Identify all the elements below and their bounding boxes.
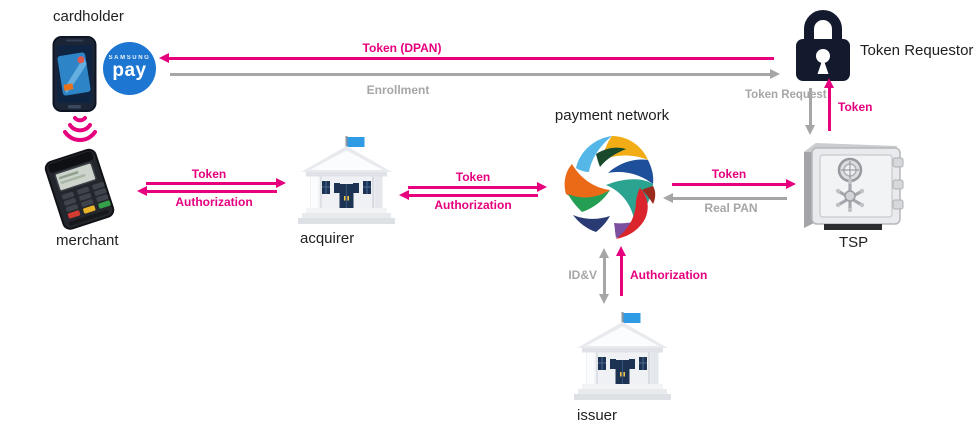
bank-building-icon-issuer [574, 312, 671, 400]
arrow-label-token-issued: Token [838, 100, 873, 114]
arrow-token-dpan [159, 53, 774, 63]
payment-network-label: payment network [554, 107, 670, 124]
samsung-pay-logo-text-main: pay [112, 60, 147, 81]
contactless-waves-icon [63, 116, 97, 142]
tsp-label: TSP [839, 234, 869, 251]
arrow-label-token-request: Token Request [745, 89, 827, 101]
arrow-merchant-authorization [137, 186, 277, 196]
arrow-label-acquirer-authorization: Authorization [434, 198, 512, 212]
arrow-label-issuer-authorization: Authorization [630, 268, 708, 282]
arrow-label-real-pan: Real PAN [704, 201, 758, 215]
arrow-token-issued [824, 78, 834, 131]
arrow-label-idv: ID&V [568, 268, 597, 282]
arrow-token-request [805, 88, 815, 135]
cardholder-label: cardholder [53, 8, 124, 25]
pos-terminal-icon [44, 148, 115, 230]
smartphone-icon [52, 36, 97, 112]
token-requestor-label: Token Requestor [860, 42, 974, 59]
arrow-network-token [672, 179, 796, 189]
samsung-pay-logo-text-top: SAMSUNG [108, 55, 151, 61]
safe-vault-icon [804, 143, 904, 230]
issuer-label: issuer [577, 407, 618, 424]
arrow-label-merchant-authorization: Authorization [175, 195, 253, 209]
arrow-merchant-token [146, 178, 286, 188]
bank-building-icon-acquirer [298, 136, 395, 224]
arrow-acquirer-authorization [399, 190, 538, 200]
arrow-label-merchant-token: Token [191, 167, 227, 181]
arrow-label-token-dpan: Token (DPAN) [362, 41, 442, 55]
globe-swirl-icon [564, 136, 656, 239]
arrow-issuer-authorization [616, 246, 626, 296]
padlock-icon [796, 10, 850, 81]
arrow-enrollment [170, 69, 780, 79]
arrow-idv [599, 248, 609, 304]
arrow-label-acquirer-token: Token [455, 170, 491, 184]
acquirer-label: acquirer [300, 230, 355, 247]
merchant-label: merchant [56, 232, 119, 249]
arrow-label-network-token: Token [711, 167, 747, 181]
arrow-real-pan [663, 193, 787, 203]
arrow-acquirer-token [408, 182, 547, 192]
samsung-pay-logo: SAMSUNG pay [103, 42, 156, 95]
arrow-label-enrollment: Enrollment [366, 83, 430, 97]
